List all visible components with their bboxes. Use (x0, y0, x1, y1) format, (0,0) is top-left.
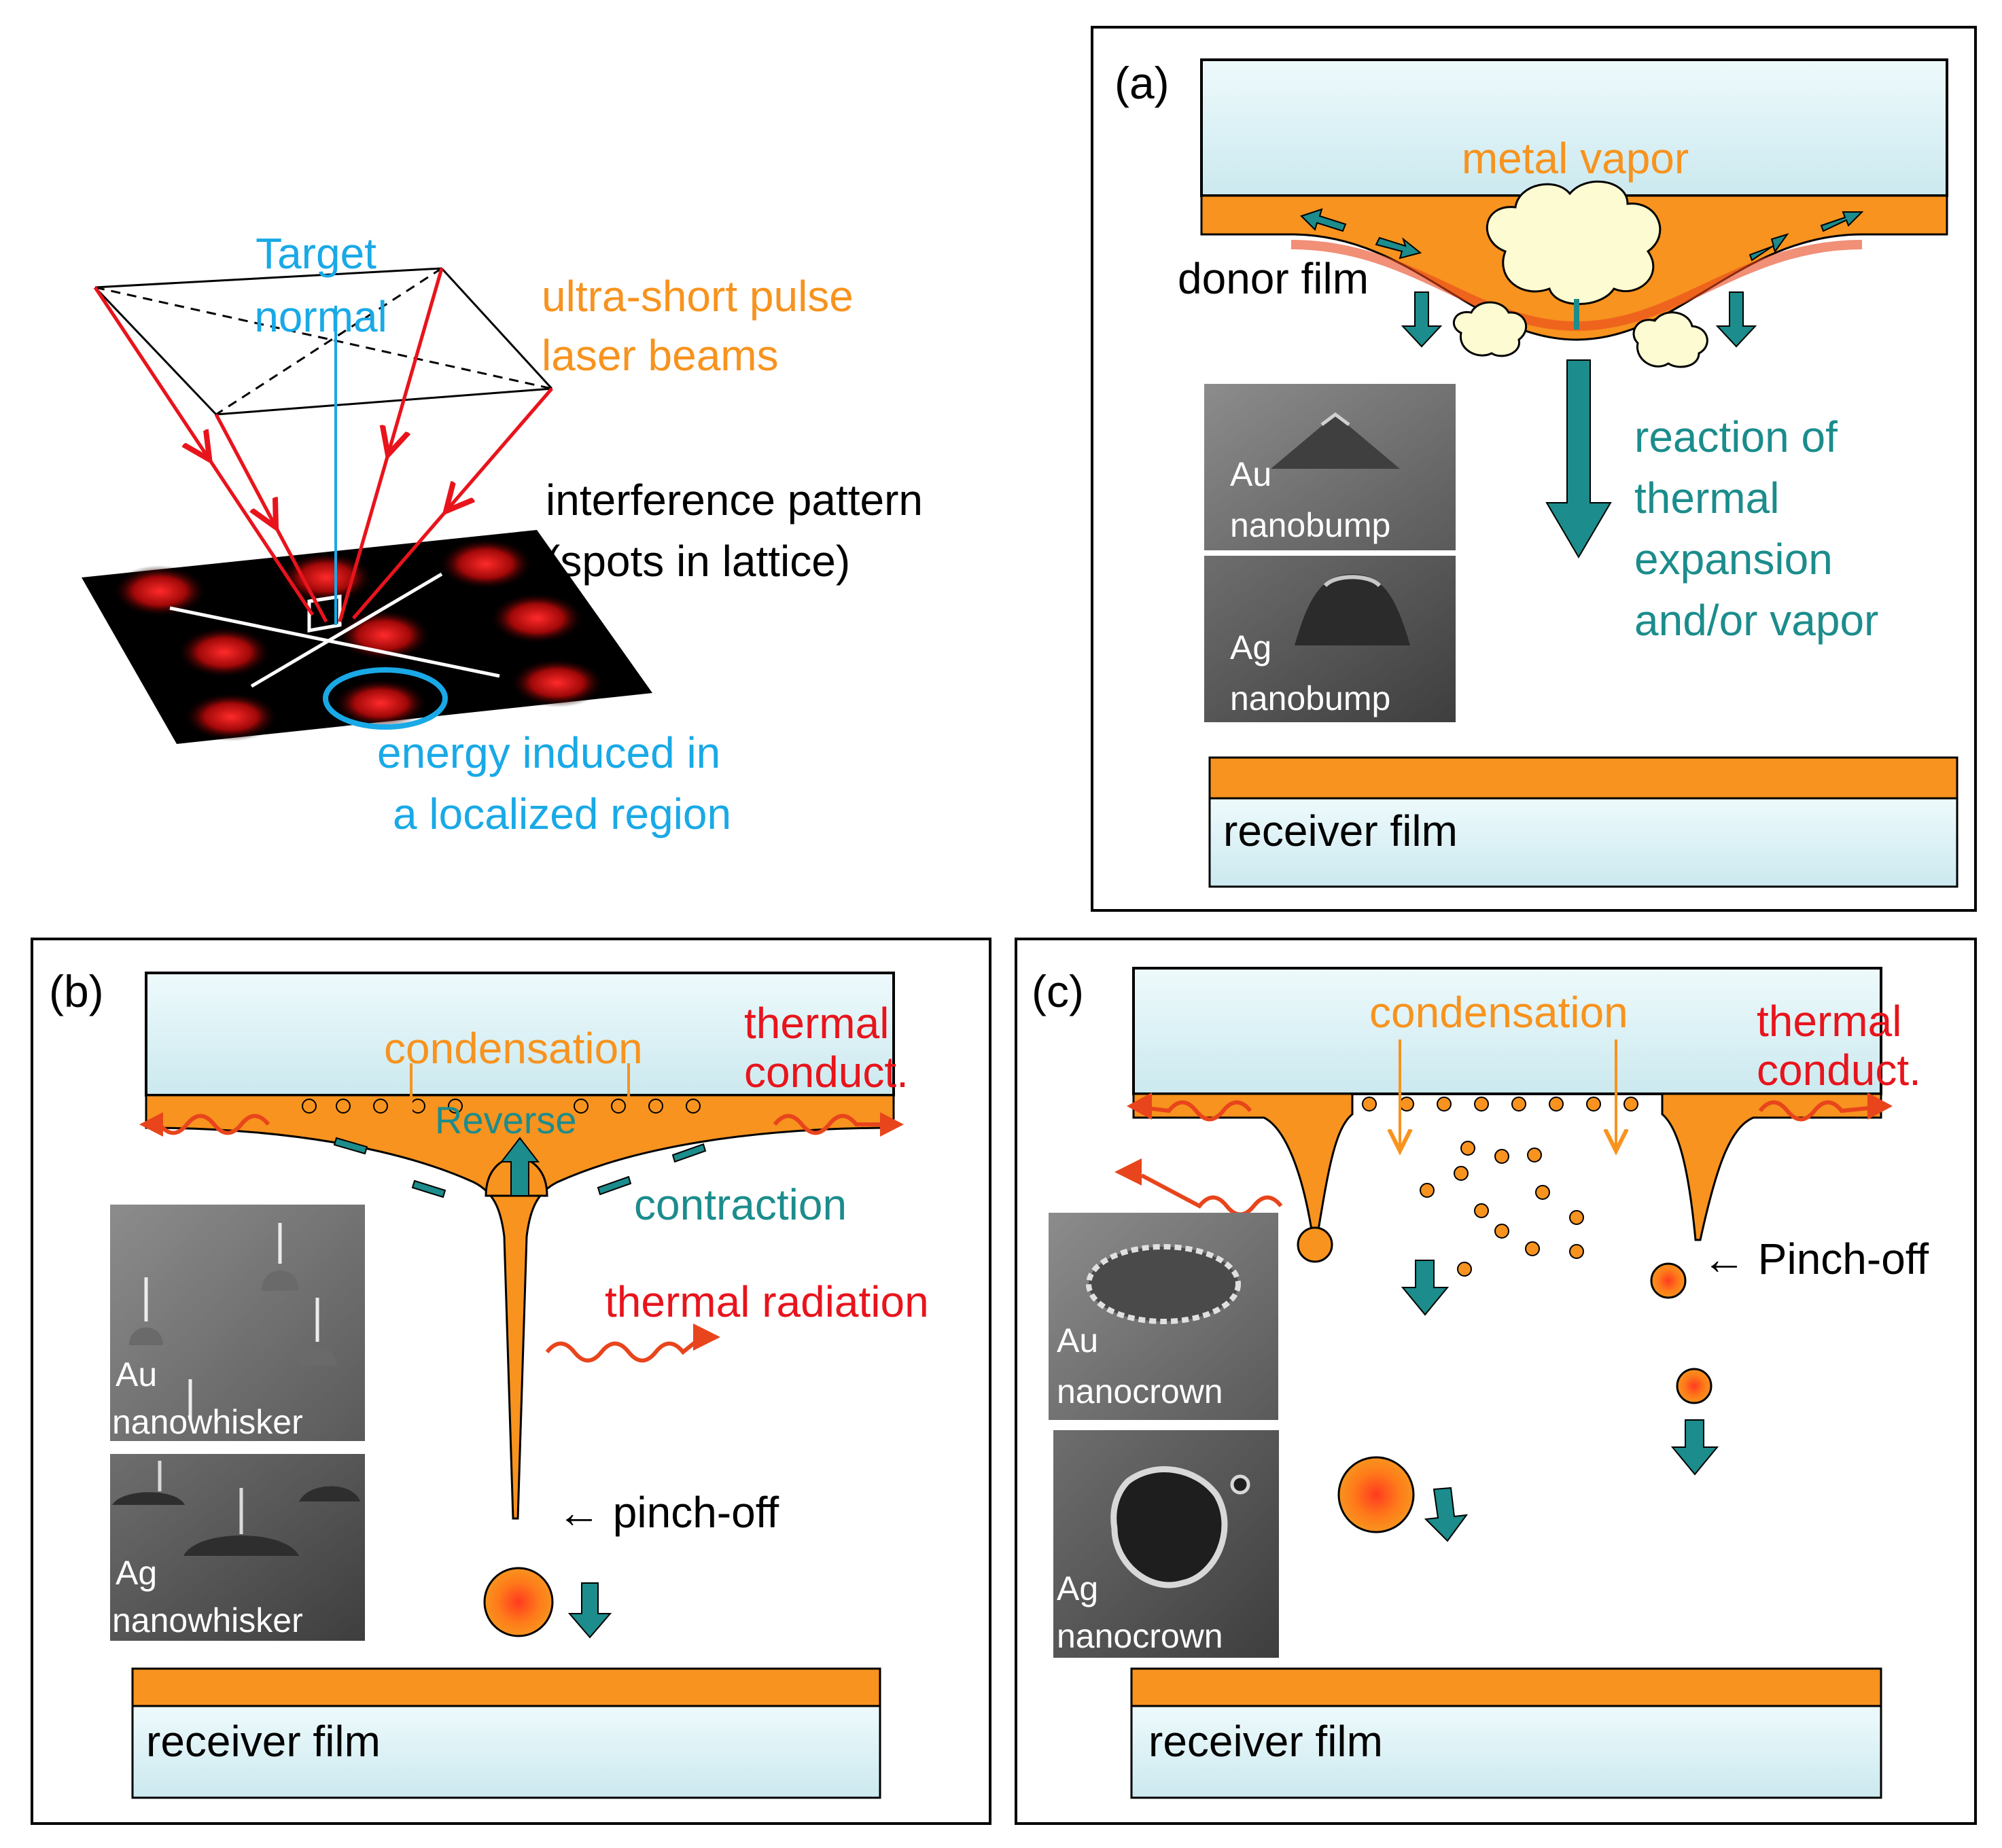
small-vapor-cloud-left (1452, 301, 1528, 357)
panel-b-condensation-dots (302, 1099, 701, 1114)
energy-label-2: a localized region (393, 789, 731, 838)
energy-label-1: energy induced in (377, 728, 720, 777)
reaction-label-3: expansion (1634, 535, 1833, 584)
svg-text:Ag: Ag (1230, 628, 1271, 667)
panel-b-contraction-label: contraction (634, 1180, 847, 1229)
panel-c-down-arrows (1401, 1260, 1719, 1542)
panel-b-tag: (b) (49, 966, 104, 1016)
panel-b-reverse-arrow (499, 1137, 540, 1196)
svg-text:nanocrown: nanocrown (1057, 1617, 1223, 1655)
panel-b: (b) (31, 938, 991, 1825)
panel-b-thermal-conduct-arrows (150, 1114, 887, 1135)
panel-c-donor-film-right (1661, 1092, 1882, 1241)
panel-a-down-arrows (1401, 291, 1757, 558)
sem-au-nanocrown: Au nanocrown (1049, 1213, 1278, 1420)
target-normal-label-1: Target (256, 229, 376, 278)
svg-text:nanowhisker: nanowhisker (112, 1601, 303, 1639)
panel-a-donor-substrate (1200, 58, 1948, 197)
interference-spots (112, 538, 605, 741)
panel-c-thermal-conduct-label-2: conduct. (1757, 1046, 1921, 1095)
plate-axes (169, 572, 500, 688)
panel-a-tag: (a) (1114, 58, 1170, 108)
panel-b-receiver-substrate (131, 1705, 881, 1799)
reaction-label-1: reaction of (1634, 412, 1838, 461)
panel-b-reverse-label: Reverse (435, 1099, 577, 1141)
panel-c: (c) (1015, 938, 1977, 1825)
donor-film-label: donor film (1178, 254, 1369, 303)
panel-b-donor-substrate (145, 972, 895, 1097)
beam-pyramid (94, 267, 553, 416)
svg-text:nanobump: nanobump (1230, 679, 1390, 717)
panel-c-tag: (c) (1032, 966, 1084, 1016)
laser-beams (93, 268, 553, 623)
overview-diagram: Target normal ultra-short pulse laser be… (82, 229, 923, 838)
laser-beams-label-1: ultra-short pulse (542, 272, 854, 321)
sem-ag-nanobump: Ag nanobump (1204, 556, 1456, 722)
panel-c-drop-right-medium (1676, 1368, 1713, 1404)
metal-vapor-label: metal vapor (1462, 134, 1689, 183)
svg-text:Au: Au (1057, 1321, 1098, 1360)
svg-text:nanobump: nanobump (1230, 506, 1390, 544)
sem-ag-nanowhisker: Ag nanowhisker (110, 1454, 365, 1641)
svg-text:Au: Au (1230, 455, 1271, 493)
panel-a-receiver-label: receiver film (1223, 806, 1458, 855)
laser-beams-label-2: laser beams (542, 331, 779, 380)
panel-c-condensation-dots (1362, 1097, 1638, 1277)
panel-b-droplet-arrow (567, 1582, 612, 1639)
panel-b-receiver-label: receiver film (146, 1717, 381, 1766)
panel-b-pinch-off-label: ← pinch-off (557, 1488, 779, 1537)
panel-b-condensation-arrows (411, 1063, 629, 1148)
panel-a-film-flow-arrows (1300, 208, 1864, 262)
sem-ag-nanocrown: Ag nanocrown (1053, 1430, 1279, 1658)
panel-c-pinched-drop-left (1297, 1226, 1333, 1263)
panel-c-pinch-off-label: ← Pinch-off (1702, 1234, 1929, 1283)
svg-text:nanowhisker: nanowhisker (112, 1403, 303, 1441)
panel-b-thermal-conduct-label-1: thermal (744, 999, 889, 1048)
panel-c-condensation-label: condensation (1369, 988, 1628, 1037)
interference-label-1: interference pattern (546, 476, 923, 525)
svg-text:Ag: Ag (116, 1554, 157, 1592)
target-normal-label-2: normal (254, 292, 387, 341)
panel-c-thermal-conduct-label-1: thermal (1757, 997, 1901, 1046)
sem-au-nanowhisker: Au nanowhisker (110, 1205, 365, 1441)
panel-c-drop-large (1337, 1456, 1415, 1533)
metal-vapor-cloud (1486, 180, 1662, 305)
panel-c-drop-right-small (1650, 1262, 1687, 1299)
panel-c-receiver-film-layer (1130, 1667, 1882, 1707)
reaction-label-2: thermal (1634, 474, 1779, 522)
svg-text:Ag: Ag (1057, 1569, 1098, 1607)
panel-b-thermal-conduct-label-2: conduct. (744, 1048, 909, 1097)
sem-au-nanobump: Au nanobump (1204, 384, 1456, 550)
svg-text:Au: Au (116, 1355, 157, 1393)
localized-region-ring (323, 667, 448, 730)
panel-a-receiver-film-layer (1208, 756, 1959, 800)
panel-b-receiver-film-layer (131, 1667, 881, 1707)
panel-c-donor-substrate (1132, 967, 1882, 1095)
small-vapor-cloud-right (1632, 311, 1708, 368)
panel-c-receiver-label: receiver film (1148, 1717, 1383, 1766)
panel-b-contraction-arrows (333, 1137, 707, 1198)
panel-b-condensation-label: condensation (384, 1024, 643, 1073)
interference-label-2: (spots in lattice) (546, 537, 850, 586)
svg-text:nanocrown: nanocrown (1057, 1372, 1223, 1410)
panel-c-receiver-substrate (1130, 1705, 1882, 1799)
panel-b-thermal-radiation-label: thermal radiation (605, 1277, 929, 1326)
panel-c-condensation-arrows (1400, 1040, 1616, 1148)
panel-a-receiver-substrate (1208, 797, 1959, 888)
panel-b-thermal-radiation-arrow (545, 1336, 701, 1363)
panel-b-droplet (483, 1567, 554, 1637)
panel-a: (a) metal vapor donor film reaction of t… (1091, 26, 1977, 912)
reaction-label-4: and/or vapor (1634, 596, 1878, 645)
